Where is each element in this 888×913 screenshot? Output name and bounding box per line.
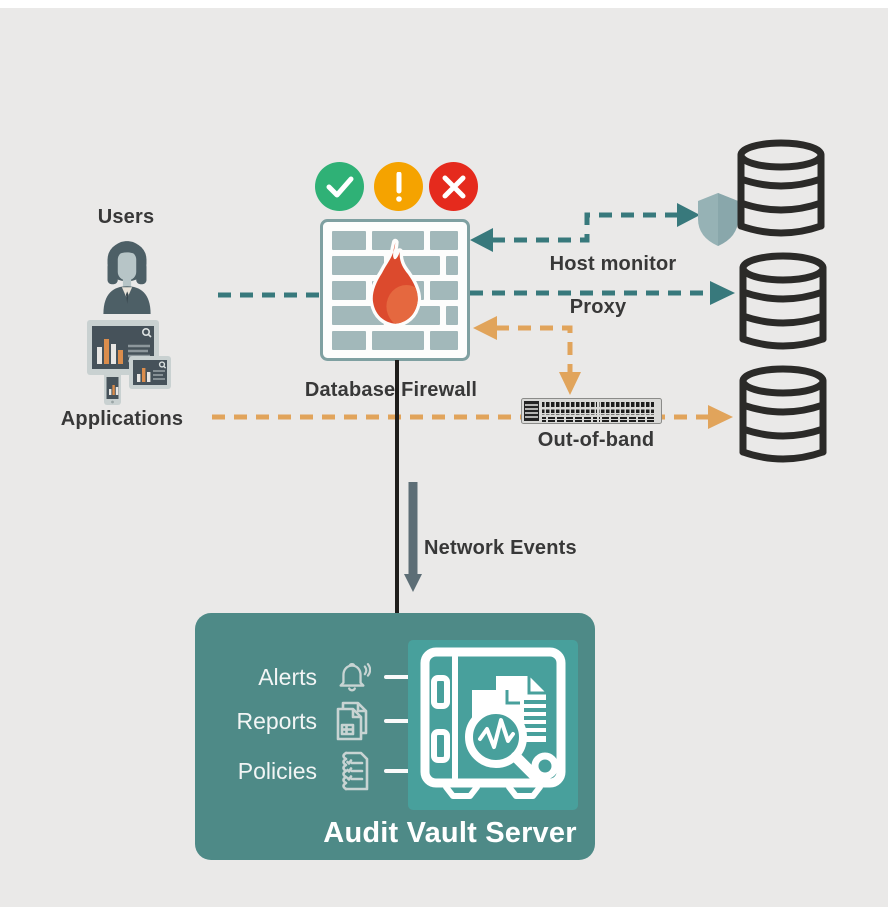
network-switch-icon (521, 396, 662, 426)
avs-row-reports: Reports (205, 701, 422, 741)
host-monitor-label: Host monitor (549, 253, 677, 275)
reports-icon (333, 701, 371, 741)
check-icon (315, 162, 364, 211)
connector-dash (384, 719, 422, 723)
avs-row-alerts: Alerts (205, 657, 422, 697)
database-icon-2 (735, 252, 831, 358)
avs-row-policies: Policies (205, 751, 422, 791)
database-icon-1 (733, 139, 829, 245)
shield-icon (697, 192, 739, 247)
network-events-line (395, 360, 399, 614)
database-firewall-label: Database Firewall (304, 379, 478, 401)
cross-icon (429, 162, 478, 211)
database-icon-3 (735, 365, 831, 471)
firewall-flame-icon (320, 219, 470, 361)
bell-icon (333, 657, 371, 697)
applications-devices-icon (82, 317, 174, 409)
reports-label: Reports (236, 707, 317, 734)
connector-dash (384, 769, 422, 773)
exclamation-icon (374, 162, 423, 211)
user-icon (96, 236, 158, 316)
alerts-label: Alerts (258, 663, 317, 690)
users-label: Users (97, 206, 155, 228)
policies-icon (333, 751, 371, 791)
audit-vault-server-box: Alerts Reports (195, 613, 595, 860)
network-events-label: Network Events (424, 537, 577, 559)
audit-vault-server-title: Audit Vault Server (323, 817, 577, 849)
vault-magnifier-icon (408, 640, 578, 810)
policies-label: Policies (237, 757, 317, 784)
connector-dash (384, 675, 422, 679)
network-events-arrow-icon (404, 482, 422, 592)
proxy-label: Proxy (569, 296, 627, 318)
applications-label: Applications (60, 408, 184, 430)
out-of-band-label: Out-of-band (537, 429, 655, 451)
